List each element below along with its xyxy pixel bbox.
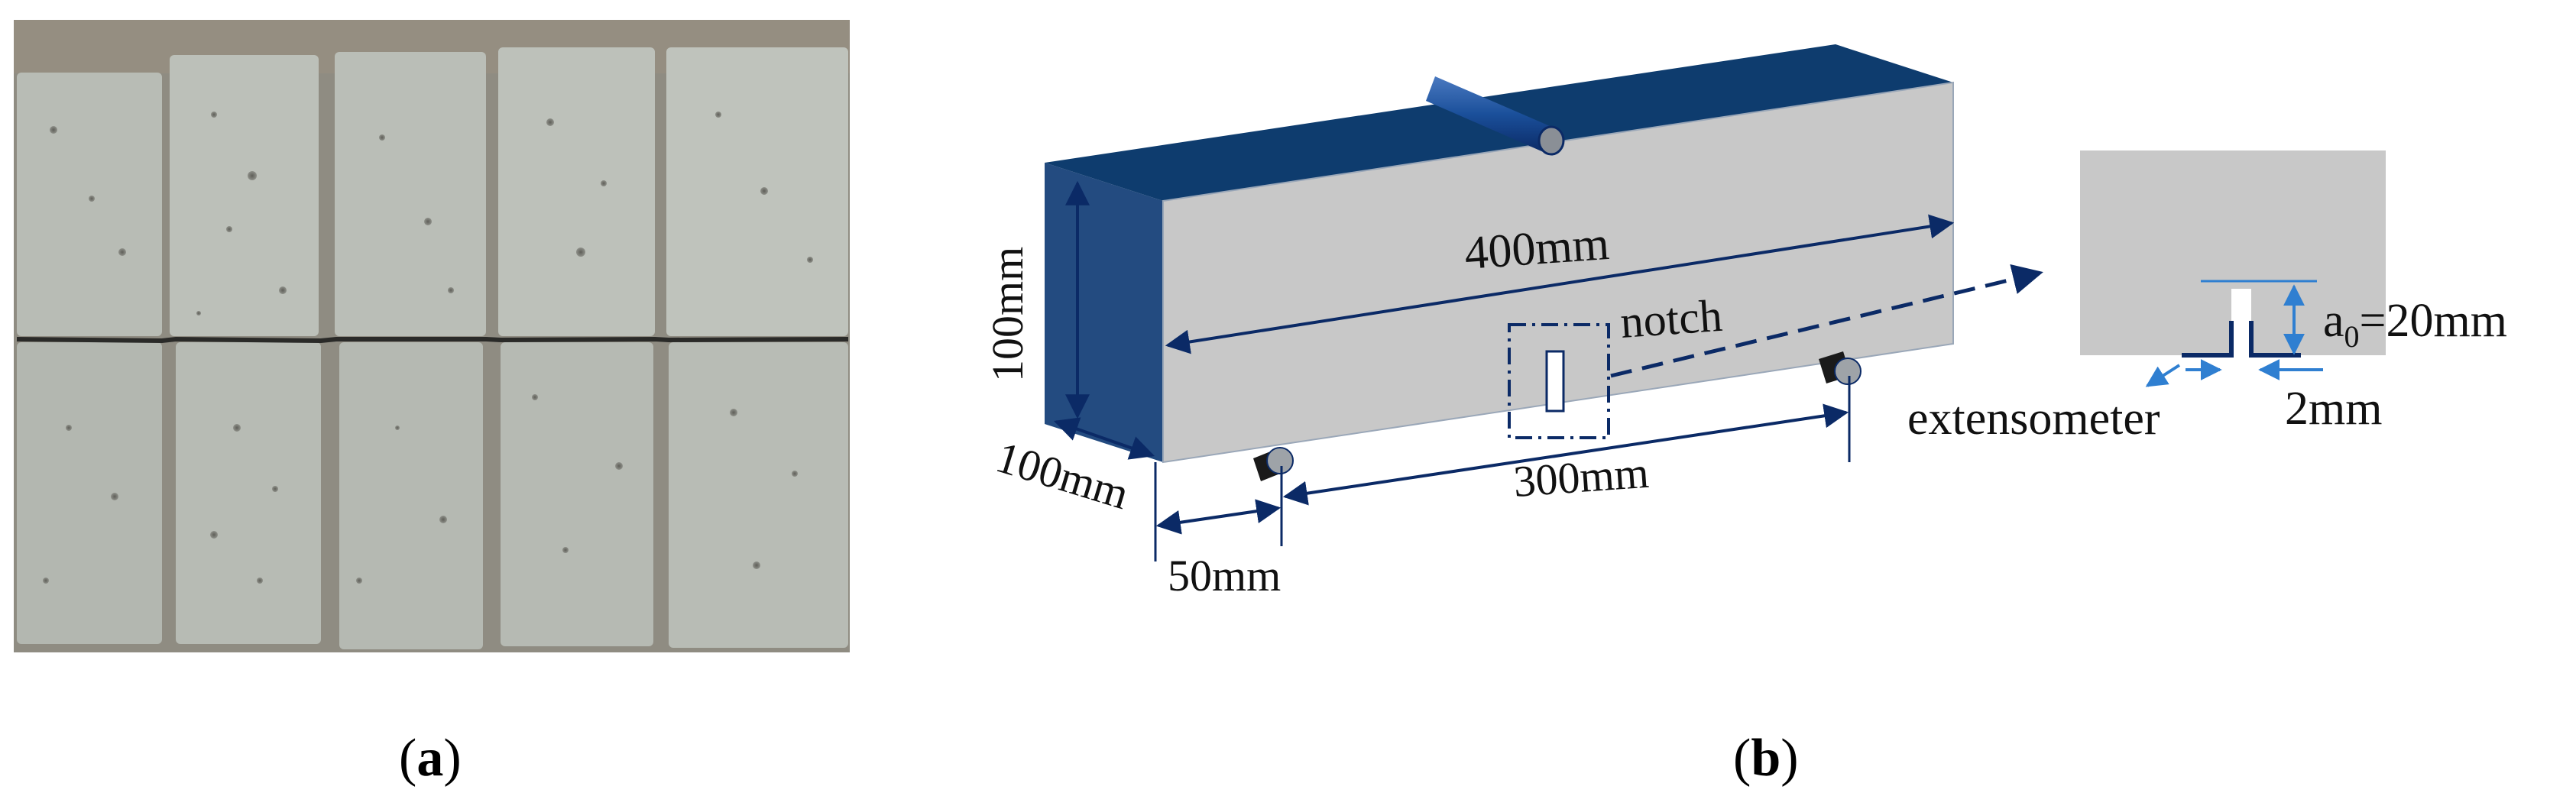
concrete-block-5: [666, 47, 848, 648]
length-label: 400mm: [1463, 218, 1611, 280]
extensometer-label: extensometer: [1907, 393, 2160, 445]
caption-b: (b): [1733, 729, 1799, 788]
specimen-photo: [14, 20, 850, 652]
notch-detail: a0=20mm extensometer 2mm: [1907, 150, 2507, 445]
span-label: 300mm: [1512, 448, 1650, 506]
detail-pointer-arrow: [1610, 264, 2043, 378]
extensometer-clip-right: [2249, 321, 2301, 358]
length-dimension-arrow: [1165, 214, 1955, 354]
extensometer-clip-left: [2182, 321, 2234, 358]
notch-label: notch: [1619, 290, 1724, 348]
notch-depth-label: a0=20mm: [2323, 295, 2507, 354]
overhang-label: 50mm: [1168, 551, 1281, 600]
left-support: [1253, 447, 1294, 481]
beam-diagram: 100mm 100mm 400mm notch 300mm 50mm: [983, 44, 2043, 600]
surface-pores: [43, 112, 813, 584]
concrete-block-3: [335, 52, 486, 649]
beam-end-face: [1045, 163, 1163, 462]
depth-dimension-arrow: [1053, 417, 1155, 460]
concrete-block-4: [498, 47, 655, 646]
height-label: 100mm: [983, 247, 1032, 382]
caption-a: (a): [399, 729, 462, 788]
load-roller: [1426, 76, 1565, 156]
overhang-dimension-arrow: [1155, 499, 1282, 535]
notch-slot: [1545, 350, 1565, 413]
crack-line: [16, 336, 849, 344]
notch-width-label: 2mm: [2285, 383, 2382, 435]
concrete-block-1: [17, 73, 162, 644]
concrete-block-2: [170, 55, 321, 644]
extensometer-arrow: [2145, 364, 2181, 387]
right-support: [1819, 351, 1862, 385]
span-dimension-arrow: [1282, 403, 1849, 506]
detail-notch: [2231, 289, 2251, 356]
